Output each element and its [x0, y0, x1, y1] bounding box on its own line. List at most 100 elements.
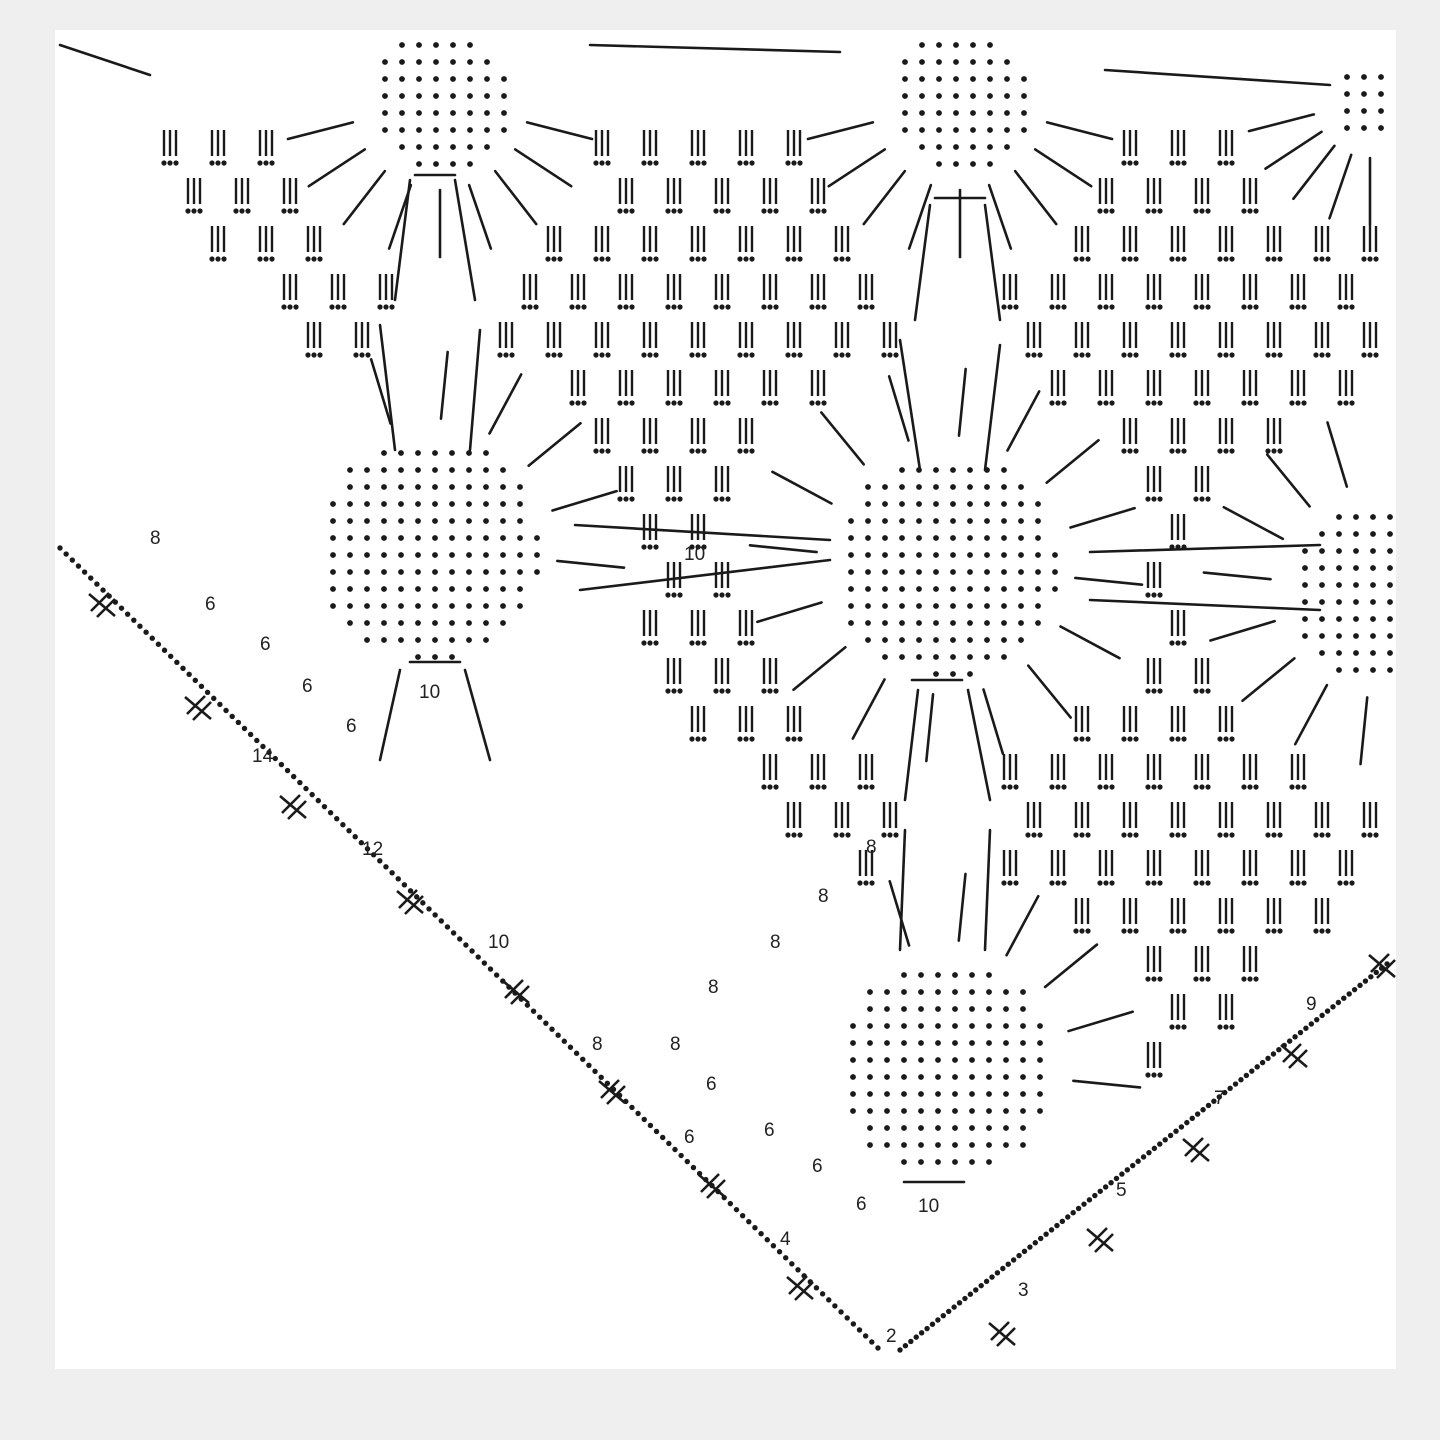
chain-dot	[263, 256, 269, 262]
chain-dot	[500, 620, 506, 626]
chain-dot	[665, 688, 671, 694]
chain-dot	[573, 1050, 580, 1056]
chain-arc	[1103, 68, 1332, 87]
chain-arc	[820, 411, 866, 466]
chain-dot	[933, 586, 939, 592]
chain-arc	[378, 323, 397, 452]
chain-dot	[881, 832, 887, 838]
chain-dot	[899, 535, 905, 541]
chain-dot	[1037, 832, 1043, 838]
chain-count-label: 6	[205, 594, 216, 615]
chain-dot	[1175, 352, 1181, 358]
chain-dot	[1368, 974, 1374, 980]
chain-dot	[689, 256, 695, 262]
double-crochet-cluster	[1169, 898, 1187, 934]
chain-dot	[449, 603, 455, 609]
chain-dot	[1157, 976, 1163, 982]
chain-dot	[1253, 880, 1259, 886]
chain-dot	[695, 256, 701, 262]
chain-dot	[432, 912, 438, 918]
chain-dot	[797, 832, 803, 838]
chain-dot	[916, 620, 922, 626]
chain-dot	[749, 448, 755, 454]
chain-dot	[797, 736, 803, 742]
chain-count-label: 6	[706, 1074, 717, 1095]
chain-dot	[696, 1170, 703, 1177]
chain-dot	[1193, 784, 1199, 790]
chain-dot	[919, 127, 925, 133]
chain-dot	[1151, 880, 1157, 886]
chain-dot	[933, 637, 939, 643]
chain-dot	[695, 352, 701, 358]
chain-dot	[1169, 352, 1175, 358]
chain-dot	[487, 966, 494, 972]
chain-arc	[983, 343, 1002, 472]
chain-dot	[901, 1006, 907, 1012]
chain-arc	[493, 169, 538, 226]
row-number-5: 5	[1116, 1180, 1127, 1201]
chain-dot	[381, 484, 387, 490]
chain-dot	[887, 352, 893, 358]
chain-dot	[1313, 352, 1319, 358]
chain-dot	[1162, 1137, 1168, 1143]
chain-dot	[450, 76, 456, 82]
chain-arc	[913, 203, 932, 322]
chain-dot	[1289, 880, 1295, 886]
chain-dot	[936, 76, 942, 82]
chain-dot	[935, 1125, 941, 1131]
chain-dot	[752, 1224, 758, 1231]
chain-dot	[399, 59, 405, 65]
chain-dot	[330, 552, 336, 558]
double-crochet-cluster	[641, 610, 659, 646]
chain-dot	[330, 569, 336, 575]
chain-dot	[1229, 160, 1235, 166]
double-crochet-cluster	[641, 130, 659, 166]
chain-dot	[1146, 1149, 1152, 1156]
chain-dot	[466, 450, 472, 456]
double-crochet-cluster	[617, 466, 635, 502]
chain-dot	[882, 586, 888, 592]
chain-dot	[984, 467, 990, 473]
chain-dot	[383, 864, 389, 870]
chain-dot	[1378, 74, 1384, 80]
chain-dot	[791, 736, 797, 742]
chain-dot	[450, 127, 456, 133]
double-crochet-cluster	[1169, 706, 1187, 742]
chain-dot	[916, 501, 922, 507]
chain-dot	[1169, 1024, 1175, 1030]
chain-dot	[623, 304, 629, 310]
chain-dot	[1353, 531, 1359, 537]
chain-dot	[124, 611, 131, 617]
double-crochet-cluster	[1145, 754, 1163, 790]
chain-arc	[957, 872, 967, 942]
chain-dot	[918, 1091, 924, 1097]
chain-dot	[1361, 108, 1367, 114]
chain-dot	[287, 208, 293, 214]
chain-dot	[1337, 400, 1343, 406]
chain-dot	[950, 484, 956, 490]
chain-dot	[168, 653, 174, 659]
chain-dot	[1121, 928, 1127, 934]
chain-dot	[377, 304, 383, 310]
chain-dot	[893, 352, 899, 358]
chain-dot	[1361, 832, 1367, 838]
cross-stroke	[1282, 1043, 1302, 1063]
chain-dot	[415, 654, 421, 660]
chain-dot	[737, 640, 743, 646]
chain-dot	[1295, 784, 1301, 790]
double-crochet-cluster	[665, 370, 683, 406]
chain-dot	[1001, 535, 1007, 541]
chain-dot	[416, 144, 422, 150]
chain-dot	[239, 208, 245, 214]
chain-dot	[1373, 969, 1379, 976]
chain-dot	[1253, 400, 1259, 406]
double-crochet-cluster	[377, 274, 395, 310]
chain-dot	[867, 989, 873, 995]
chain-dot	[1319, 565, 1325, 571]
chain-dot	[291, 773, 297, 780]
double-crochet-cluster	[209, 130, 227, 166]
chain-arc	[1359, 696, 1369, 766]
chain-dot	[483, 620, 489, 626]
chain-dot	[1052, 569, 1058, 575]
cross-stroke	[396, 890, 424, 914]
